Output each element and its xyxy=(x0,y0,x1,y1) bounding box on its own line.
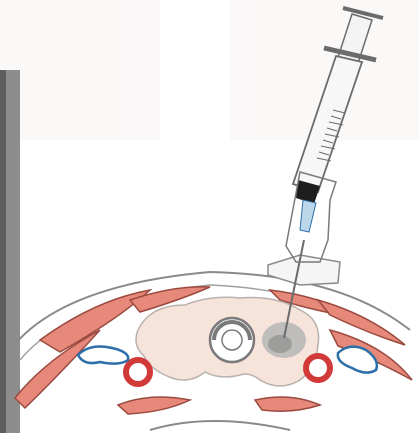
trachea-icon xyxy=(210,318,254,362)
lower-muscles xyxy=(118,397,320,430)
injectate-cloud xyxy=(262,322,306,358)
ultrasound-probe-icon xyxy=(268,255,340,285)
ultrasound-image-strip xyxy=(0,70,20,433)
